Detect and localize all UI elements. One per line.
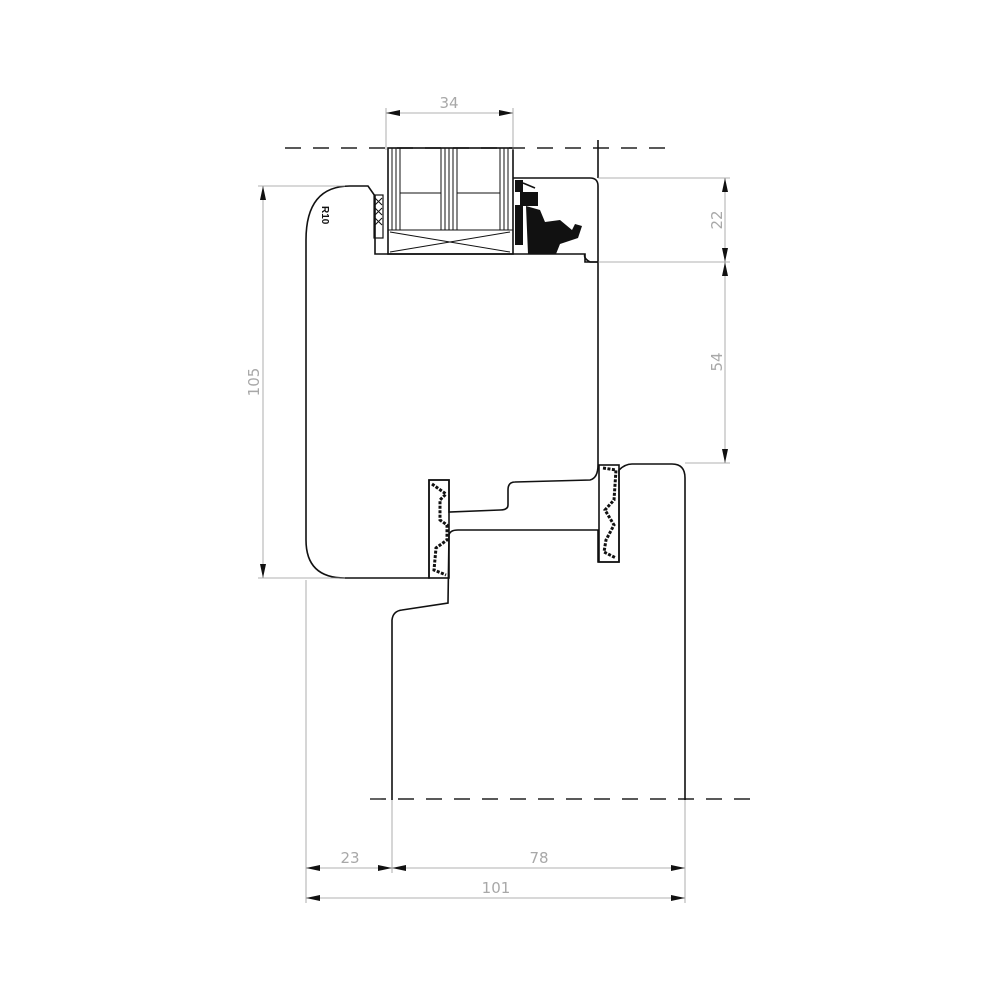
glazing-gasket — [515, 180, 582, 254]
svg-text:23: 23 — [340, 849, 359, 867]
svg-text:34: 34 — [439, 94, 458, 112]
sash-gasket — [428, 479, 450, 579]
setting-block-hatch — [374, 197, 383, 226]
dimension-right: 22 54 — [598, 177, 730, 464]
svg-text:101: 101 — [482, 879, 511, 897]
glass-unit — [387, 147, 514, 255]
svg-text:105: 105 — [245, 368, 263, 397]
frame-profile — [391, 463, 686, 800]
dimension-sash-height: 105 — [245, 185, 345, 579]
frame-gasket — [598, 464, 620, 563]
svg-text:22: 22 — [708, 210, 726, 229]
dimension-glass-width: 34 — [385, 94, 514, 150]
dimension-bottom: 23 78 101 — [305, 580, 686, 903]
svg-text:54: 54 — [708, 352, 726, 371]
setting-block — [373, 194, 384, 239]
svg-text:78: 78 — [529, 849, 548, 867]
radius-label: R10 — [319, 206, 330, 225]
glazing-bead — [513, 177, 599, 263]
gasket-lip — [522, 182, 536, 189]
